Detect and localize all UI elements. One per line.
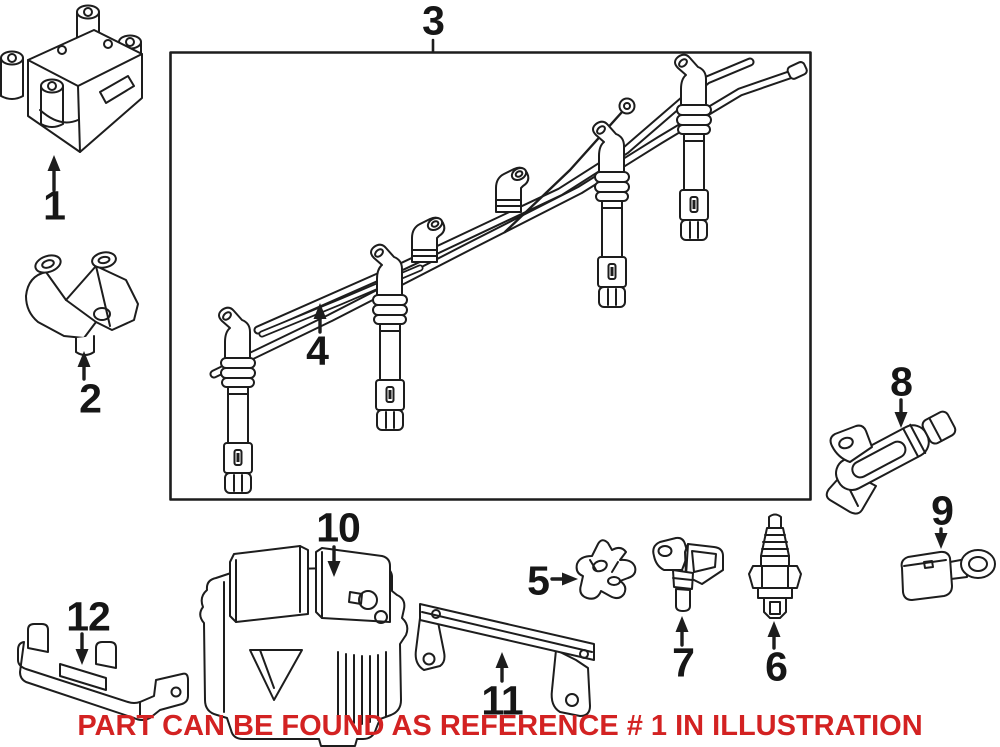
plug-boot-1 — [218, 306, 256, 494]
callout-9-label: 9 — [931, 487, 954, 534]
callout-5-label: 5 — [527, 557, 550, 604]
callout-11-arrow — [495, 652, 509, 683]
module-bracket-drawing — [17, 623, 189, 721]
callout-4-arrow — [313, 303, 327, 334]
callout-8-label: 8 — [890, 358, 913, 405]
knock-sensor-drawing — [900, 549, 996, 601]
callout-7-arrow — [675, 616, 689, 647]
camshaft-sensor-drawing — [652, 536, 724, 612]
reference-note: PART CAN BE FOUND AS REFERENCE # 1 IN IL… — [77, 710, 923, 742]
callout-5-arrow — [550, 572, 578, 586]
plug-boot-4 — [674, 53, 712, 241]
callout-8-arrow — [894, 398, 908, 428]
coil-end-elbow-2 — [411, 216, 446, 263]
callout-6-arrow — [767, 621, 781, 650]
coil-end-elbow-1 — [495, 166, 530, 213]
callout-11-label: 11 — [481, 677, 523, 724]
callout-9-arrow — [934, 527, 948, 549]
retaining-clip-drawing — [575, 539, 637, 600]
callout-2-label: 2 — [79, 375, 102, 422]
plug-boot-2 — [370, 243, 408, 431]
callout-10-label: 10 — [316, 504, 361, 551]
wire-set-box — [169, 51, 812, 501]
callout-2-arrow — [77, 351, 91, 381]
coil-bracket-drawing — [25, 251, 139, 356]
callout-12-arrow — [75, 632, 89, 665]
callout-10-arrow — [327, 545, 341, 577]
crankshaft-sensor-drawing — [825, 410, 957, 515]
callout-6-label: 6 — [765, 643, 788, 690]
callout-12-label: 12 — [66, 593, 111, 640]
callout-1-label: 1 — [43, 182, 66, 229]
callout-3-label: 3 — [422, 0, 445, 44]
plug-boot-3 — [592, 120, 630, 308]
spark-plug-drawing — [748, 513, 802, 619]
callout-4-label: 4 — [306, 327, 329, 374]
spark-plug-wire-set-drawing — [209, 53, 808, 494]
callout-arrows — [47, 38, 948, 683]
ignition-coil-drawing — [0, 4, 143, 153]
callout-7-label: 7 — [672, 639, 695, 686]
callout-1-arrow — [47, 155, 61, 192]
mounting-bracket-drawing — [414, 603, 595, 717]
